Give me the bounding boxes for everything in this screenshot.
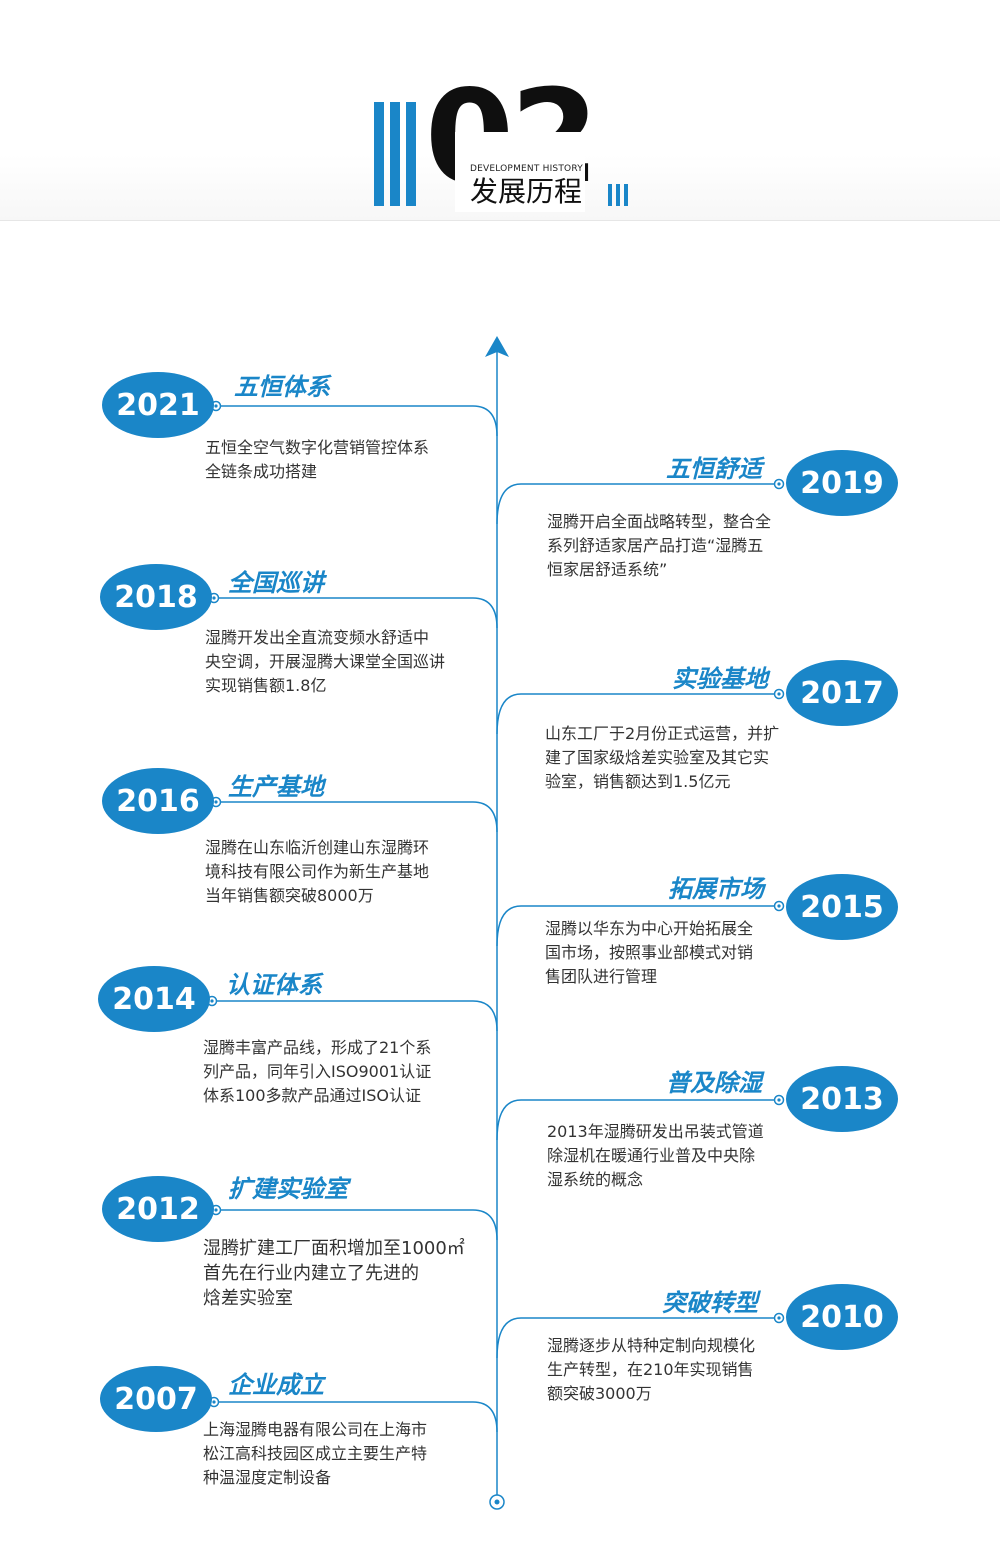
- event-description: 湿腾开启全面战略转型，整合全系列舒适家居产品打造“湿腾五恒家居舒适系统”: [547, 512, 772, 579]
- event-title: 突破转型: [662, 1289, 758, 1317]
- event-description: 山东工厂于2月份正式运营，并扩建了国家级焓差实验室及其它实验室，销售额达到1.5…: [545, 724, 780, 791]
- event-description: 五恒全空气数字化营销管控体系全链条成功搭建: [205, 438, 430, 481]
- timeline-node-dot: [777, 692, 781, 696]
- event-description: 湿腾以华东为中心开始拓展全国市场，按照事业部模式对销售团队进行管理: [545, 919, 754, 986]
- arrow-up-icon: [485, 336, 509, 357]
- title-bar: [616, 184, 620, 206]
- year-badge: 2016: [102, 768, 214, 834]
- timeline-node-dot: [214, 800, 218, 804]
- year-badge: 2012: [102, 1176, 214, 1242]
- timeline-branch: [214, 597, 498, 629]
- event-description: 湿腾在山东临沂创建山东湿腾环境科技有限公司作为新生产基地当年销售额突破8000万: [205, 838, 430, 905]
- timeline-branch: [496, 1099, 779, 1141]
- timeline-node-dot: [777, 1098, 781, 1102]
- timeline-branch: [216, 1209, 498, 1241]
- section-subtitle-en: DEVELOPMENT HISTORY: [470, 164, 583, 174]
- event-description: 2013年湿腾研发出吊装式管道除湿机在暖通行业普及中央除湿系统的概念: [547, 1122, 764, 1189]
- event-title: 扩建实验室: [228, 1175, 348, 1203]
- timeline-node-dot: [214, 1208, 218, 1212]
- year-badge: 2017: [786, 660, 898, 726]
- event-description: 上海湿腾电器有限公司在上海市松江高科技园区成立主要生产特种温湿度定制设备: [203, 1420, 428, 1487]
- timeline-branch: [496, 483, 779, 525]
- event-title: 企业成立: [228, 1371, 324, 1399]
- timeline-node-dot: [777, 1316, 781, 1320]
- timeline-node-dot: [214, 404, 218, 408]
- timeline-node-dot: [777, 482, 781, 486]
- event-description: 湿腾丰富产品线，形成了21个系列产品，同年引入ISO9001认证体系100多款产…: [203, 1038, 432, 1105]
- year-badge: 2014: [98, 966, 210, 1032]
- year-badge: 2007: [100, 1366, 212, 1432]
- timeline-branch: [496, 1317, 779, 1359]
- event-description: 湿腾逐步从特种定制向规模化生产转型，在210年实现销售额突破3000万: [547, 1336, 756, 1403]
- event-title: 生产基地: [228, 773, 324, 801]
- timeline-branch: [214, 1401, 498, 1433]
- header-bar: [374, 102, 384, 206]
- timeline-branch: [212, 1000, 498, 1032]
- year-badge: 2010: [786, 1284, 898, 1350]
- event-title: 五恒舒适: [666, 455, 762, 483]
- year-badge: 2013: [786, 1066, 898, 1132]
- title-bar: [624, 184, 628, 206]
- timeline-node-dot: [777, 904, 781, 908]
- year-badge: 2015: [786, 874, 898, 940]
- header-bar: [390, 102, 400, 206]
- event-title: 普及除湿: [666, 1069, 762, 1097]
- year-badge: 2018: [100, 564, 212, 630]
- timeline-node-dot: [210, 999, 214, 1003]
- timeline-branch: [496, 905, 779, 947]
- event-title: 认证体系: [226, 971, 322, 999]
- title-bar: [608, 184, 612, 206]
- header-bar: [406, 102, 416, 206]
- event-title: 实验基地: [672, 665, 768, 693]
- event-title: 拓展市场: [668, 875, 764, 903]
- event-title: 五恒体系: [234, 373, 330, 401]
- year-badge: 2019: [786, 450, 898, 516]
- section-number-mask: [455, 132, 585, 212]
- event-description: 湿腾开发出全直流变频水舒适中央空调，开展湿腾大课堂全国巡讲实现销售额1.8亿: [205, 628, 446, 695]
- timeline-branch: [216, 405, 498, 437]
- timeline-node-dot: [212, 1400, 216, 1404]
- section-title: 发展历程: [470, 175, 583, 208]
- event-title: 全国巡讲: [228, 569, 324, 597]
- timeline-node-dot: [212, 596, 216, 600]
- timeline-branch: [216, 801, 498, 833]
- year-badge: 2021: [102, 372, 214, 438]
- timeline-branch: [496, 693, 779, 735]
